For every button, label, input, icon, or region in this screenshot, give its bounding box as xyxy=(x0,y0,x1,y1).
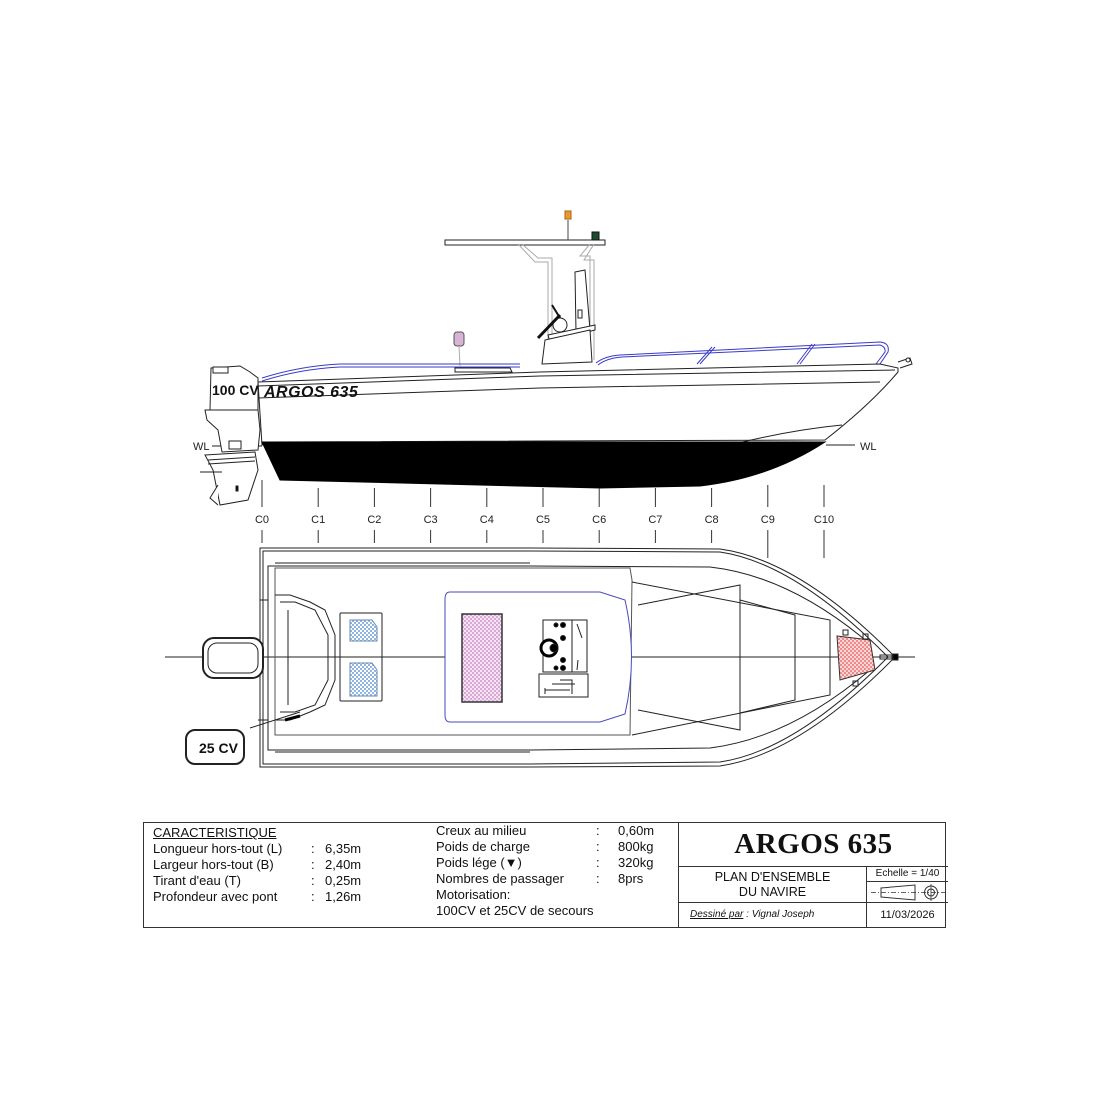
spec-value: 8prs xyxy=(618,871,644,886)
plan-title-line1: PLAN D'ENSEMBLE xyxy=(714,870,831,884)
station-label: C2 xyxy=(367,514,381,526)
antifouling-bottom xyxy=(261,441,827,489)
spec-separator: : xyxy=(311,841,315,856)
station-label: C7 xyxy=(648,514,662,526)
main-engine-label: 100 CV xyxy=(212,382,259,398)
projection-symbol-icon xyxy=(867,882,948,903)
scale-box: Echelle = 1/40 xyxy=(866,867,948,903)
spec-separator: : xyxy=(596,871,600,886)
motor-label: Motorisation: xyxy=(436,887,511,902)
spec-value: 800kg xyxy=(618,839,654,854)
spec-row: Tirant d'eau (T) : 0,25m xyxy=(153,873,424,889)
spec-label: Largeur hors-tout (B) xyxy=(153,857,274,872)
drawn-by-separator: : xyxy=(743,909,752,920)
scale-label: Echelle = 1/40 xyxy=(867,867,948,882)
spec-row: Poids lége (▼) : 320kg xyxy=(436,855,678,871)
spec-value: 6,35m xyxy=(325,841,362,856)
specs-heading: CARACTERISTIQUE xyxy=(153,825,277,840)
plan-view: 25 CV xyxy=(165,547,915,768)
spec-label: Longueur hors-tout (L) xyxy=(153,841,283,856)
spec-label: Tirant d'eau (T) xyxy=(153,873,241,888)
station-label: C8 xyxy=(705,514,719,526)
spec-row: Creux au milieu : 0,60m xyxy=(436,823,678,839)
aux-engine-outline xyxy=(185,729,245,765)
spec-label: Profondeur avec pont xyxy=(153,889,278,904)
drawn-by-label: Dessiné par xyxy=(690,909,744,920)
spec-value: 1,26m xyxy=(325,889,362,904)
specs-left: CARACTERISTIQUE Longueur hors-tout (L) :… xyxy=(144,823,424,927)
aft-hatch-starboard xyxy=(349,662,378,697)
hull-topsides xyxy=(257,363,899,446)
plan-title: PLAN D'ENSEMBLE DU NAVIRE xyxy=(679,867,866,903)
main-title: ARGOS 635 xyxy=(679,823,948,867)
spec-label: Nombres de passager xyxy=(436,871,564,886)
station-marks: C0 C1 C2 C3 C4 C5 C6 C7 C8 C9 C10 xyxy=(255,480,834,558)
station-label: C0 xyxy=(255,514,269,526)
spec-value: 0,60m xyxy=(618,823,655,838)
console-seat xyxy=(461,613,503,703)
drawn-by-name: Vignal Joseph xyxy=(751,909,815,920)
hull-name-label: ARGOS 635 xyxy=(263,384,359,401)
spec-separator: : xyxy=(596,855,600,870)
outboard-engine-main xyxy=(200,365,261,506)
spec-separator: : xyxy=(596,839,600,854)
station-label: C5 xyxy=(536,514,550,526)
spec-label: Poids de charge xyxy=(436,839,530,854)
seat-cushion xyxy=(453,331,465,347)
bow-hatch xyxy=(836,635,876,681)
station-label: C6 xyxy=(592,514,606,526)
t-top xyxy=(444,210,606,360)
waterline-label-left: WL xyxy=(193,441,210,453)
spec-separator: : xyxy=(311,857,315,872)
nav-light-green xyxy=(591,231,600,241)
spec-value: 0,25m xyxy=(325,873,362,888)
spec-label: Poids lége (▼) xyxy=(436,855,522,870)
side-view: WL WL ARGOS 635 100 CV xyxy=(193,210,913,506)
title-cartouche: ARGOS 635 PLAN D'ENSEMBLE DU NAVIRE Eche… xyxy=(678,823,948,929)
nav-light-amber xyxy=(564,210,572,220)
spec-row: Poids de charge : 800kg xyxy=(436,839,678,855)
specs-right: Creux au milieu : 0,60m Poids de charge … xyxy=(434,823,678,927)
station-label: C4 xyxy=(480,514,494,526)
motor-value: 100CV et 25CV de secours xyxy=(436,903,594,918)
title-block: CARACTERISTIQUE Longueur hors-tout (L) :… xyxy=(143,822,948,929)
spec-separator: : xyxy=(311,873,315,888)
station-label: C1 xyxy=(311,514,325,526)
spec-row: Nombres de passager : 8prs xyxy=(436,871,678,887)
aux-engine-label: 25 CV xyxy=(199,740,239,756)
spec-value: 320kg xyxy=(618,855,654,870)
station-label: C9 xyxy=(761,514,775,526)
spec-row: Profondeur avec pont : 1,26m xyxy=(153,889,424,905)
waterline-label-right: WL xyxy=(860,441,877,453)
spec-row: Longueur hors-tout (L) : 6,35m xyxy=(153,841,424,857)
spec-separator: : xyxy=(596,823,600,838)
spec-value: 2,40m xyxy=(325,857,362,872)
drawing-date: 11/03/2026 xyxy=(866,903,948,927)
station-label: C10 xyxy=(814,514,834,526)
spec-label: Creux au milieu xyxy=(436,823,527,838)
center-console xyxy=(536,269,596,365)
spec-separator: : xyxy=(311,889,315,904)
aft-hatch-port xyxy=(349,619,378,642)
rails xyxy=(261,341,889,382)
main-engine-plan-outline xyxy=(202,637,264,679)
drawn-by: Dessiné par : Vignal Joseph xyxy=(679,903,866,929)
plan-title-line2: DU NAVIRE xyxy=(738,885,807,899)
station-label: C3 xyxy=(424,514,438,526)
spec-row: Largeur hors-tout (B) : 2,40m xyxy=(153,857,424,873)
